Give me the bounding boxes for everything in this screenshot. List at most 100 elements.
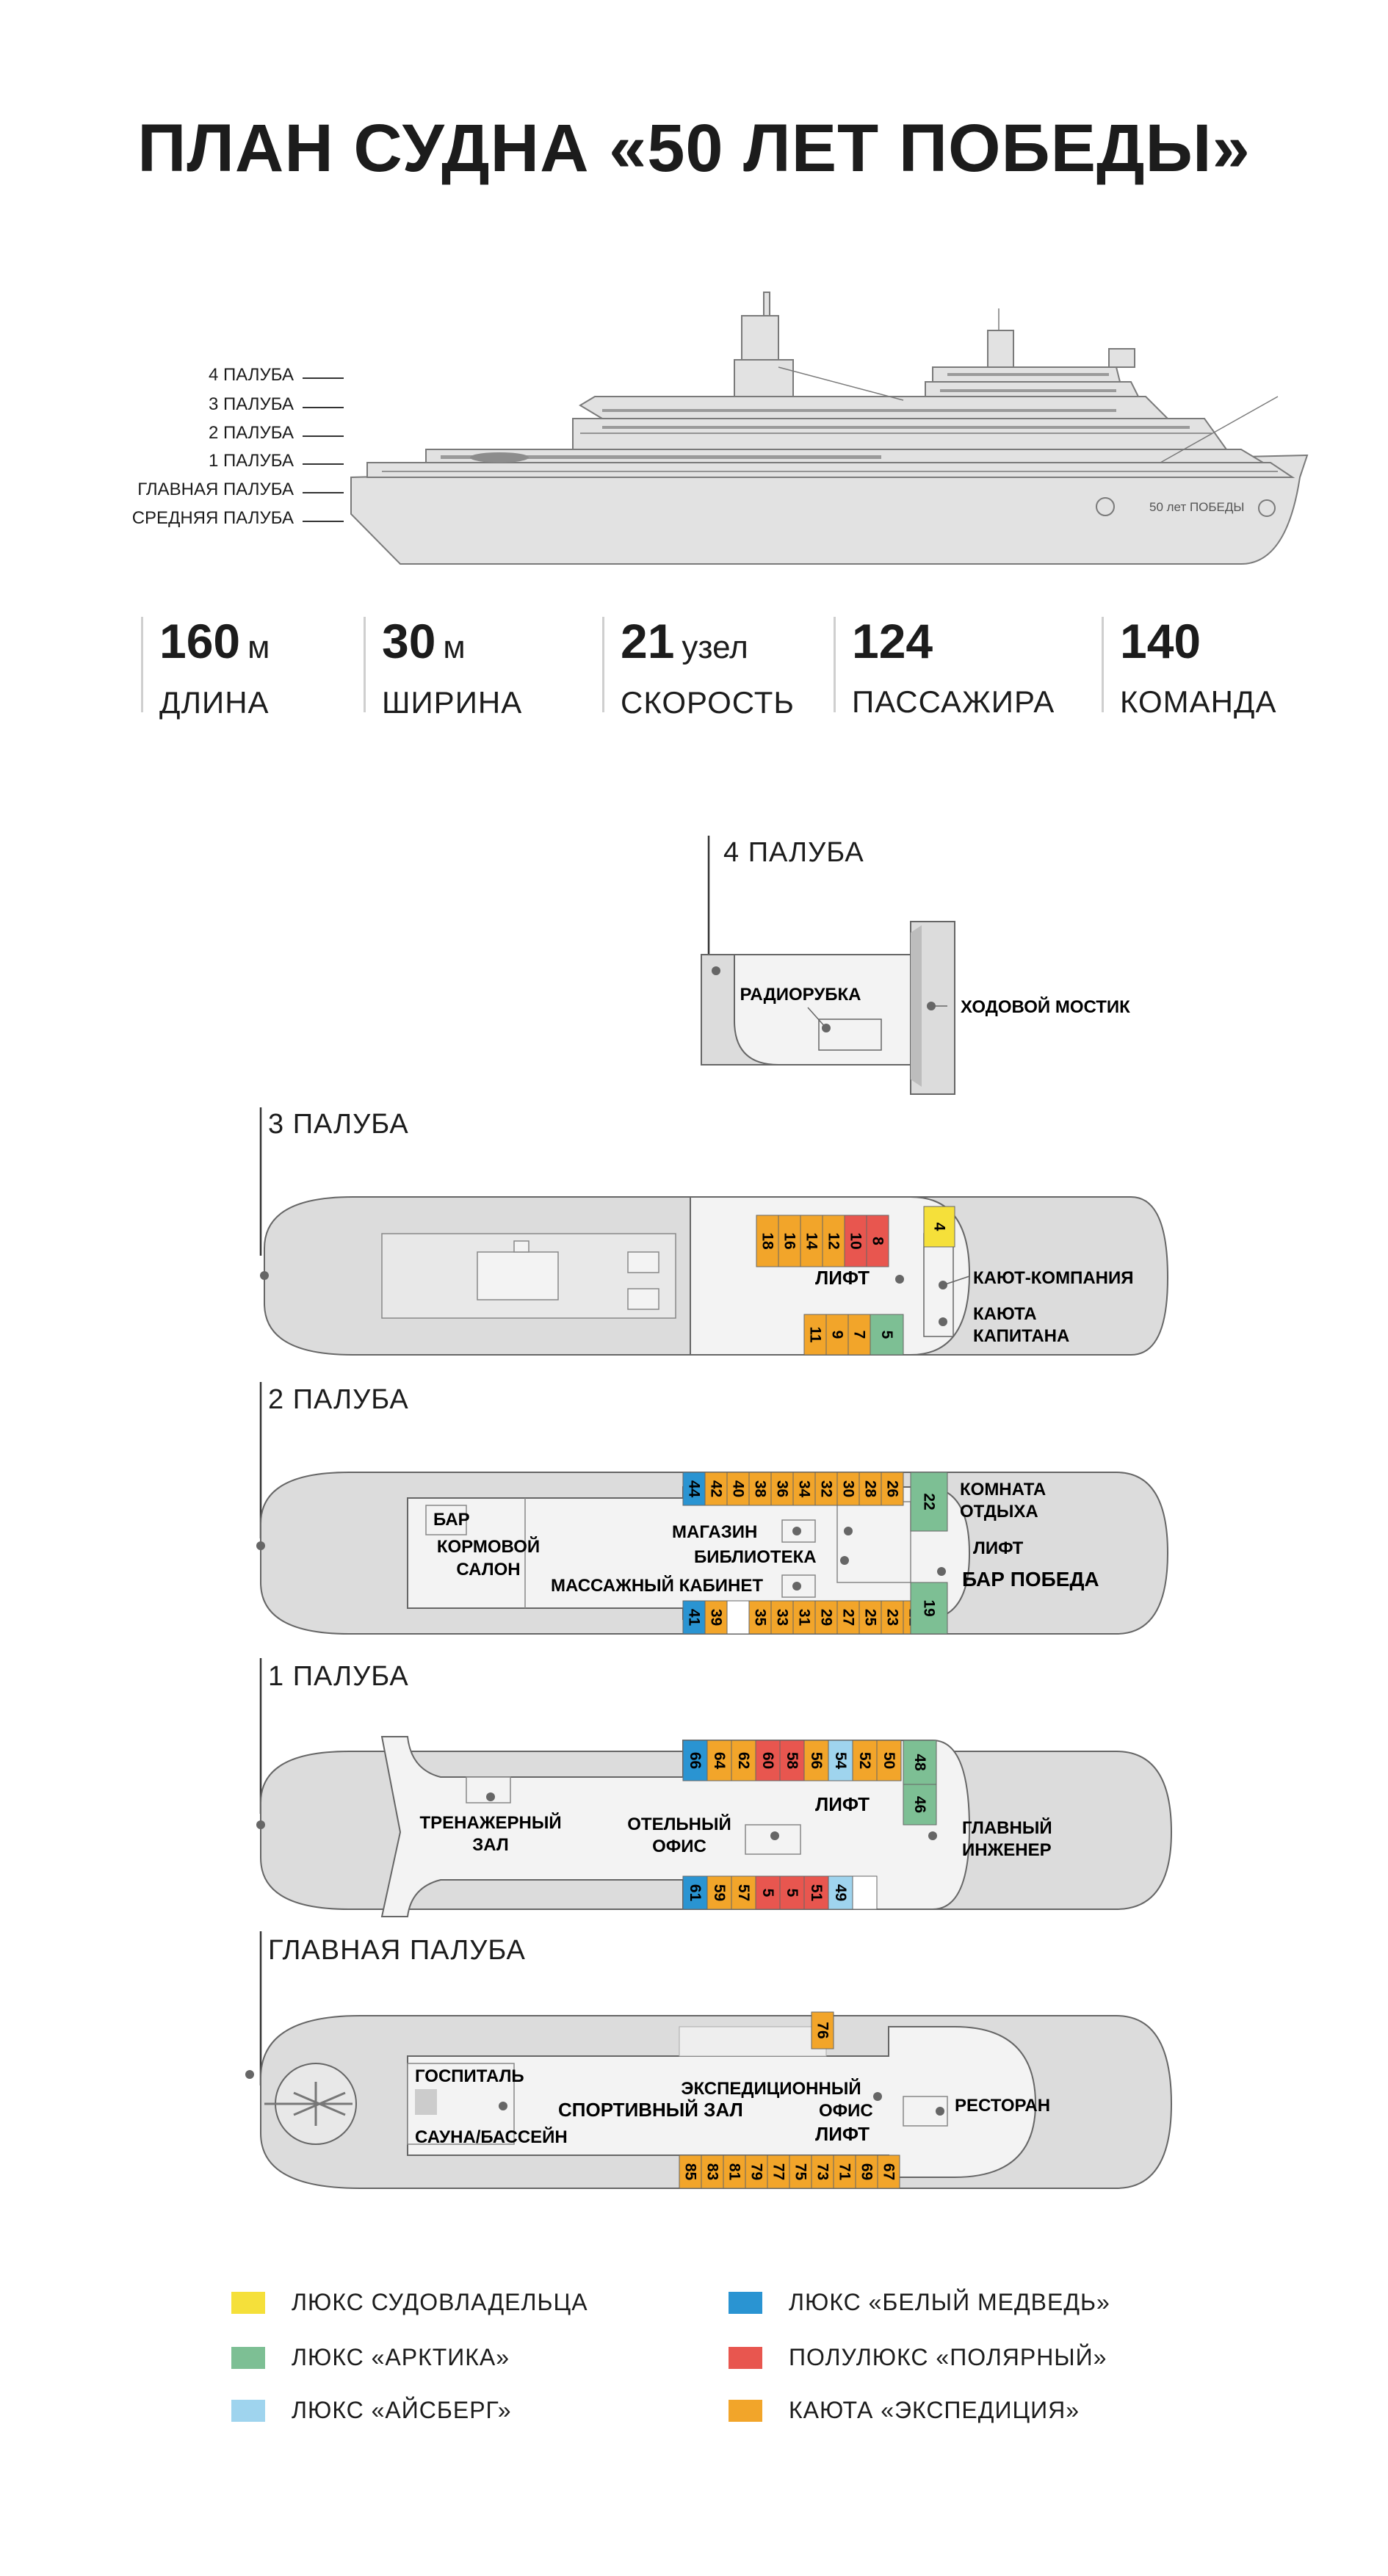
cabin-number: 83 [704,2163,721,2180]
stat-passengers-label: ПАССАЖИРА [852,684,1055,719]
cabin-number: 26 [884,1480,901,1497]
side-deck-label-3: 3 ПАЛУБА [208,394,294,414]
cabin-block [852,1875,878,1910]
cabin-number: 66 [687,1752,704,1769]
cabin-block [682,1740,708,1781]
cabin-block [881,1472,904,1506]
captain-cabin-label-1: КАЮТА [973,1304,1037,1324]
legend-swatch [231,2400,265,2422]
cabin-block [723,2154,746,2189]
side-deck-label-1: 1 ПАЛУБА [208,451,294,471]
side-deck-label-middle: СРЕДНЯЯ ПАЛУБА [131,508,294,528]
chief-engineer-label-2: ИНЖЕНЕР [962,1840,1052,1860]
cabin-block [779,1740,805,1781]
cabin-block [836,1600,860,1635]
cabin-block [811,2011,834,2049]
cabin-block [910,1472,948,1532]
cabin-number: 7 [851,1331,868,1339]
cabin-block [903,1784,937,1826]
cabin-block [876,1740,902,1781]
cabin-number: 60 [759,1752,776,1769]
cabin-number: 61 [687,1884,704,1902]
cabin-block [859,1472,882,1506]
gym-label-2: ЗАЛ [472,1835,509,1855]
stat-speed-value: 21 [621,614,675,668]
cabin-number: 56 [808,1752,825,1769]
deck-1-title: 1 ПАЛУБА [268,1661,409,1692]
expedition-office-label-1: ЭКСПЕДИЦИОННЫЙ [681,2078,861,2099]
cabin-number: 38 [752,1480,769,1498]
aft-salon-label-1: КОРМОВОЙ [437,1536,540,1557]
legend-label: ЛЮКС «АЙСБЕРГ» [292,2397,512,2423]
cabin-number: 59 [711,1884,728,1901]
deck-1-lift-label: ЛИФТ [815,1793,870,1815]
cabin-number: 51 [808,1884,825,1902]
hotel-office-label-1: ОТЕЛЬНЫЙ [627,1814,731,1834]
cabin-number: 25 [862,1609,879,1627]
cabin-block [767,2154,790,2189]
cabin-block [731,1875,756,1910]
cabin-block [701,2154,724,2189]
cabin-block [726,1600,750,1635]
stat-passengers-value: 124 [852,614,933,668]
cabin-number: 39 [708,1609,725,1626]
cabin-block [770,1472,794,1506]
bar-label: БАР [433,1510,470,1530]
cabin-block [811,2154,834,2189]
side-deck-line-main [303,492,344,493]
cabin-number: 49 [832,1884,849,1901]
cabin-number: 28 [862,1480,879,1498]
legend-swatch [729,2347,762,2369]
cabin-number: 52 [856,1752,873,1769]
legend-swatch [729,2292,762,2314]
cabin-number: 33 [774,1609,791,1626]
cabin-number: 10 [847,1232,864,1249]
library-label: БИБЛИОТЕКА [694,1547,817,1567]
cabin-block [682,1875,708,1910]
cabin-block [833,2154,856,2189]
cabin-block [770,1600,794,1635]
legend-swatch [231,2292,265,2314]
deck-2-title: 2 ПАЛУБА [268,1384,409,1415]
cabin-block [755,1875,781,1910]
cabin-block [828,1740,853,1781]
cabin-block [682,1600,706,1635]
cabin-number: 29 [818,1609,835,1626]
gym-label-1: ТРЕНАЖЕРНЫЙ [419,1812,561,1833]
cabin-block [822,1215,845,1267]
stat-length-unit: м [247,629,270,665]
cabin-number: 31 [796,1609,813,1627]
cabin-number: 64 [711,1752,728,1770]
massage-label: МАССАЖНЫЙ КАБИНЕТ [551,1575,763,1596]
cabin-block [682,1472,706,1506]
cabin-block [923,1206,955,1248]
cabin-number: 67 [881,2163,897,2180]
deck-4-title: 4 ПАЛУБА [723,837,864,868]
cabin-block [789,2154,812,2189]
cabin-block [800,1215,823,1267]
side-deck-label-2: 2 ПАЛУБА [208,423,294,443]
cabin-number: 11 [807,1326,824,1343]
stat-speed-unit: узел [682,629,748,665]
deck-3-title: 3 ПАЛУБА [268,1109,409,1140]
cabin-block [877,2154,900,2189]
cabin-number: 4 [931,1223,948,1231]
hospital-label: ГОСПИТАЛЬ [415,2066,524,2086]
cabin-block [792,1600,816,1635]
cabin-block [803,1314,827,1356]
cabin-block [755,1740,781,1781]
aft-salon-label-2: САЛОН [456,1560,520,1580]
cabin-number: 42 [708,1480,725,1497]
chief-engineer-label-1: ГЛАВНЫЙ [962,1817,1052,1838]
cabin-number: 41 [686,1609,703,1627]
page-title: ПЛАН СУДНА «50 ЛЕТ ПОБЕДЫ» [137,111,1251,186]
cabin-block [828,1875,853,1910]
stat-crew: 140 КОМАНДА [1102,617,1276,719]
cabin-block [803,1875,829,1910]
cabin-number: 22 [921,1493,938,1510]
stat-width-unit: м [443,629,466,665]
cabin-number: 12 [825,1232,842,1249]
cabin-block [814,1600,838,1635]
